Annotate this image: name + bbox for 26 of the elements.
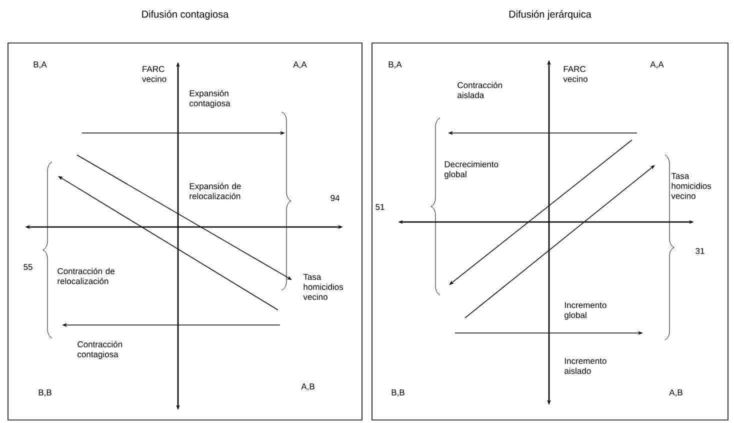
panel-title: Difusión contagiosa (142, 10, 229, 20)
panel-title: Difusión jerárquica (509, 10, 592, 20)
zone-label: Expansión de relocalización (190, 182, 241, 200)
quadrant-label: B,B (392, 390, 404, 396)
axis-label: Tasa homicidios vecino (671, 173, 712, 199)
zone-label: Contracción contagiosa (78, 340, 122, 359)
zone-label: Incremento aislado (564, 358, 606, 374)
quadrant-label: B,B (38, 390, 52, 396)
brace-value: 94 (330, 195, 340, 201)
zone-label: Incremento global (564, 302, 606, 320)
quadrant-label: B,A (34, 62, 47, 68)
brace-value: 31 (696, 248, 704, 254)
zone-label: Contracción aislada (458, 82, 502, 98)
quadrant-label: A,A (293, 62, 307, 68)
brace-value: 51 (376, 204, 384, 210)
zone-label: Decrecimiento global (444, 161, 498, 179)
zone-label: Contracción de relocalización (58, 268, 114, 284)
quadrant-label: A,A (650, 62, 664, 68)
quadrant-label: A,B (669, 390, 682, 396)
axis-label: Tasa homicidios vecino (303, 274, 344, 300)
quadrant-label: B,A (388, 62, 402, 68)
zone-label: Expansión contagiosa (190, 90, 230, 108)
axis-label: FARC vecino (142, 66, 166, 82)
axis-label: FARC vecino (563, 66, 588, 82)
quadrant-label: A,B (301, 384, 314, 390)
brace-value: 55 (24, 264, 32, 270)
